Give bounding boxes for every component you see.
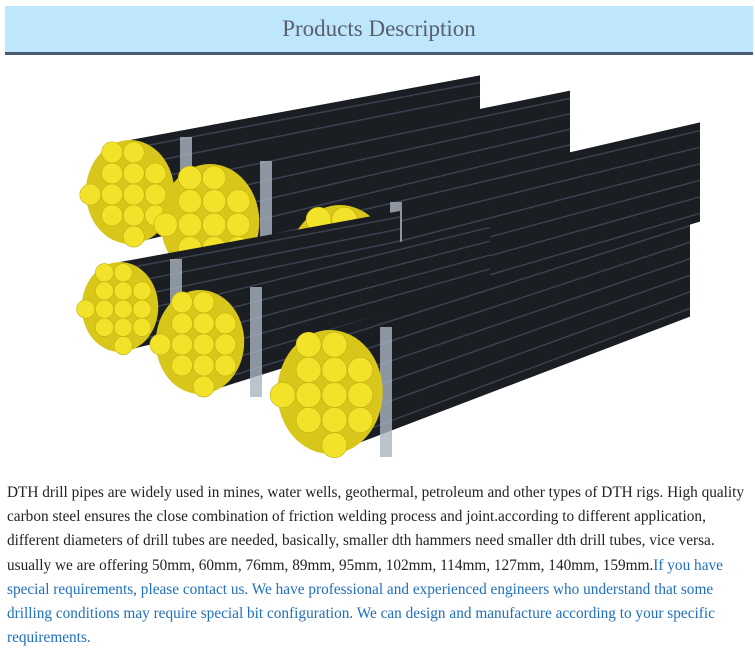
section-header: Products Description (5, 6, 753, 55)
pipe-bundle (269, 217, 691, 458)
section-title: Products Description (282, 16, 476, 41)
product-description: DTH drill pipes are widely used in mines… (7, 481, 749, 650)
description-highlight: If you have special requirements, please… (7, 556, 723, 647)
description-text: DTH drill pipes are widely used in mines… (7, 484, 745, 574)
pipe-bundle (149, 220, 491, 398)
product-image (76, 75, 701, 458)
